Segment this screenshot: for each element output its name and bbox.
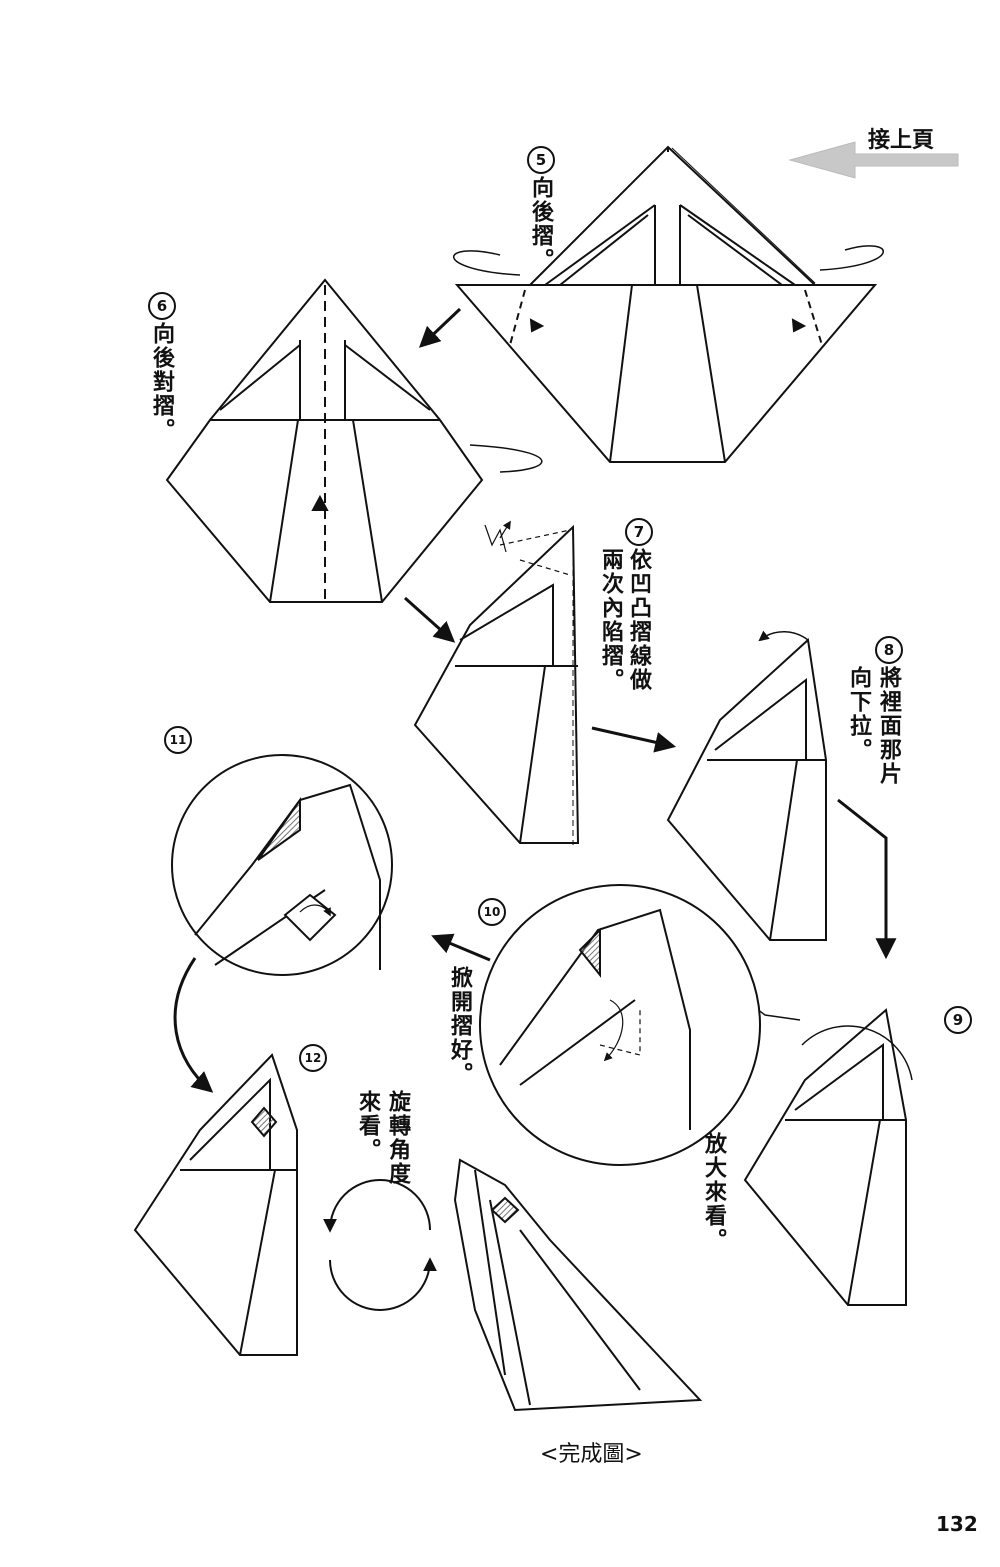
step-number-5: 5 — [527, 146, 555, 174]
step7-figure — [413, 520, 580, 845]
flow-arrow-10-11 — [431, 933, 491, 962]
step7-instruction-line1: 依凹凸摺線做 — [626, 548, 651, 692]
flow-arrow-5-6 — [418, 307, 462, 348]
step12-instruction-line2: 來看。 — [355, 1090, 380, 1162]
step7-instruction-line2: 兩次內陷摺。 — [598, 548, 623, 692]
step-number-11: 11 — [164, 726, 192, 754]
step-number-7: 7 — [625, 518, 653, 546]
continue-label: 接上頁 — [868, 128, 935, 153]
flow-arrow-11-12 — [173, 957, 214, 1093]
step8-instruction-line2: 向下拉。 — [846, 666, 871, 762]
final-figure — [453, 1158, 703, 1412]
step-number-12: 12 — [299, 1044, 327, 1072]
rotate-arrows — [323, 1179, 437, 1311]
step9-figure — [743, 1008, 913, 1306]
step6-figure — [165, 278, 543, 603]
flow-arrow-7-8 — [591, 726, 677, 753]
step10-zoom — [479, 884, 761, 1166]
step12-figure — [133, 1053, 298, 1356]
step11-zoom — [171, 754, 393, 976]
step8-instruction-line1: 將裡面那片 — [876, 666, 901, 786]
step12-instruction-line1: 旋轉角度 — [385, 1090, 410, 1186]
step-number-8: 8 — [875, 636, 903, 664]
continue-arrow — [788, 141, 959, 179]
step8-figure — [666, 630, 827, 941]
step5-instruction: 向後摺。 — [528, 176, 553, 272]
step-number-10: 10 — [478, 898, 506, 926]
step6-instruction: 向後對摺。 — [149, 322, 174, 442]
completion-caption: <完成圖> — [540, 1442, 643, 1467]
step9-instruction: 放大來看。 — [701, 1132, 726, 1252]
flow-arrow-6-7 — [404, 596, 456, 643]
flow-arrow-8-9 — [837, 798, 897, 960]
step-number-9: 9 — [944, 1006, 972, 1034]
step-number-6: 6 — [148, 292, 176, 320]
step10-instruction: 掀開摺好。 — [447, 966, 472, 1086]
page-number: 132 — [936, 1512, 978, 1536]
step5-figure — [453, 145, 885, 463]
